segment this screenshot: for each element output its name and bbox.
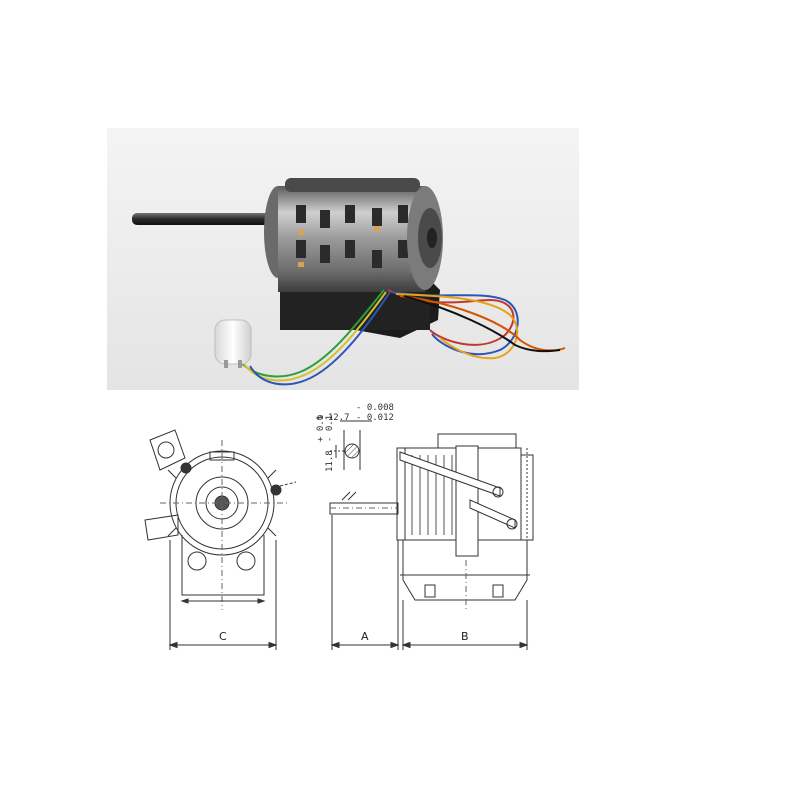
technical-drawing: C ø 12.7 - 0.008 - 0.012 11.8 + 0.1 - 0.… (144, 403, 534, 650)
motor-body (264, 178, 443, 292)
shaft-flat-tol-lower: - 0.1 (325, 415, 335, 442)
shaft-tolerance-text: ø 12.7 - 0.008 - 0.012 11.8 + 0.1 - 0.1 (316, 403, 394, 472)
motor-photo (107, 128, 579, 390)
motor-wires (237, 289, 566, 386)
front-view (144, 429, 297, 650)
dimension-c-label: C (219, 630, 227, 643)
motor-shaft (132, 213, 282, 225)
dimension-b-label: B (461, 630, 469, 643)
shaft-section (330, 420, 372, 470)
side-view (329, 433, 534, 650)
shaft-flat-label: 11.8 (325, 450, 335, 472)
shaft-diameter-label: ø 12.7 (317, 413, 350, 423)
shaft-diameter-tol-upper: - 0.008 (356, 403, 394, 413)
dimension-a-label: A (361, 630, 369, 643)
capacitor (214, 319, 252, 368)
shaft-diameter-tol-lower: - 0.012 (356, 413, 394, 423)
shaft-flat-tol-upper: + 0.1 (316, 415, 326, 442)
